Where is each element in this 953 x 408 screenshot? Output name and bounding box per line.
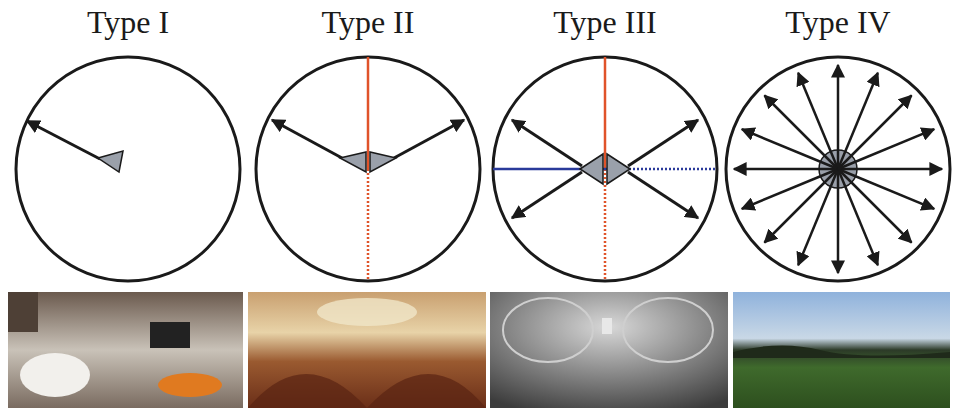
type-title: Type III [553, 4, 656, 40]
type-title: Type IV [785, 4, 890, 40]
type-title: Type II [322, 4, 415, 40]
type-title: Type I [87, 4, 169, 40]
